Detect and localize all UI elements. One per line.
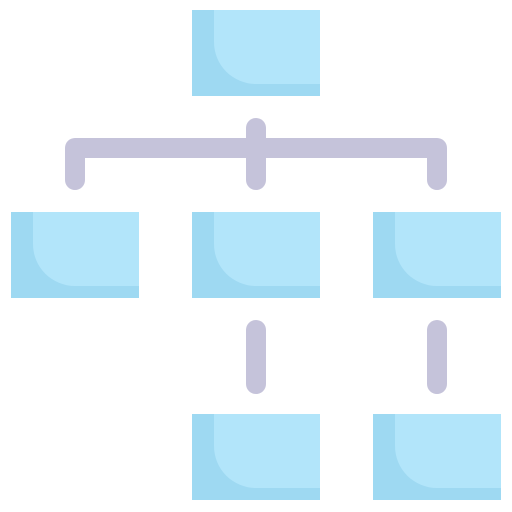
node-child-center [192, 212, 320, 298]
connector-lines [65, 118, 447, 394]
diagram-nodes [11, 10, 501, 500]
node-child-right [373, 212, 501, 298]
node-grandchild-right [373, 414, 501, 500]
node-child-left [11, 212, 139, 298]
node-grandchild-center [192, 414, 320, 500]
node-root [192, 10, 320, 96]
